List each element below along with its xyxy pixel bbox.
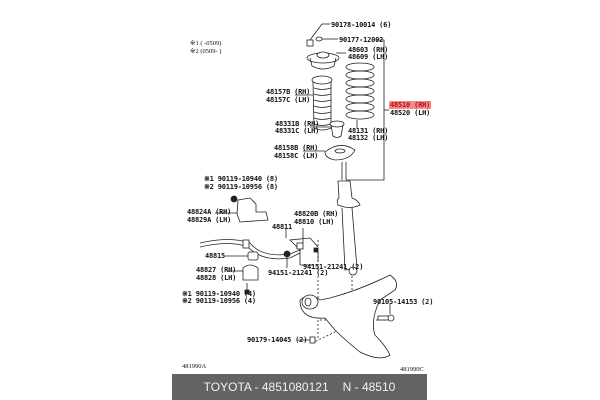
stabilizer-bracket-icon [215, 195, 269, 223]
part-label-48603[interactable]: 48603 (RH) [348, 46, 389, 54]
shock-absorber-icon [336, 162, 361, 276]
part-label-48331b[interactable]: 48331B (RH) [275, 120, 320, 128]
part-label-48520[interactable]: 48520 (LH) [390, 109, 431, 117]
upper-mount-icon [306, 51, 346, 70]
part-label-48828[interactable]: 48828 (LH) [196, 274, 237, 282]
lower-control-arm-icon [299, 274, 398, 359]
figure-code-right: 481990C [400, 366, 424, 373]
reference-number: N - 48510 [342, 380, 396, 394]
nut-90177-icon [315, 36, 338, 42]
part-label-48331c[interactable]: 48331C (LH) [275, 127, 320, 135]
legend-note-1: ※1 ( -0509) [190, 40, 222, 47]
part-label-48820[interactable]: 48820B (RH) [294, 210, 339, 218]
dust-boot-icon [295, 75, 333, 131]
part-label-48827[interactable]: 48827 (RH) [196, 266, 237, 274]
bolt-90105-icon [377, 304, 395, 322]
part-label-90119-10940-8[interactable]: ※1 90119-10940 (8) [204, 175, 278, 183]
stabilizer-link-icon [296, 228, 319, 266]
part-label-94151-left[interactable]: 94151-21241 (2) [268, 269, 329, 277]
nut-94151-icon [283, 250, 291, 258]
part-label-48510-highlighted[interactable]: 48510 (RH) [389, 101, 432, 109]
bushing-icon [225, 251, 259, 261]
part-label-48157b[interactable]: 48157B (RH) [266, 88, 311, 96]
part-label-90119-10940-4[interactable]: ※1 90119-10940 (4) [182, 290, 256, 298]
bushing-clamp-icon [228, 264, 259, 281]
part-label-48815[interactable]: 48815 [205, 252, 226, 260]
part-label-48811[interactable]: 48811 [272, 223, 293, 231]
part-label-90119-10956-4[interactable]: ※2 90119-10956 (4) [182, 297, 256, 305]
part-label-94151-right[interactable]: 94151-21241 (2) [303, 263, 364, 271]
part-label-90179[interactable]: 90179-14045 (2) [247, 336, 308, 344]
part-label-48829a[interactable]: 48829A (LH) [187, 216, 232, 224]
legend-note-2: ※2 (0509- ) [190, 48, 222, 55]
part-label-48810[interactable]: 48810 (LH) [294, 218, 335, 226]
nut-90179-icon [298, 336, 316, 344]
part-label-48609[interactable]: 48609 (LH) [348, 53, 389, 61]
part-label-90177[interactable]: 90177-12002 [339, 36, 384, 44]
part-label-48158b[interactable]: 48158B (RH) [274, 144, 319, 152]
part-label-48131[interactable]: 48131 (RH) [348, 127, 389, 135]
part-label-90119-10956-8[interactable]: ※2 90119-10956 (8) [204, 183, 278, 191]
part-label-48824a[interactable]: 48824A (RH) [187, 208, 232, 216]
bolt-90119-icon [244, 283, 250, 295]
part-label-48132[interactable]: 48132 (LH) [348, 134, 389, 142]
spring-seat-icon [303, 145, 356, 161]
part-label-48158c[interactable]: 48158C (LH) [274, 152, 319, 160]
part-label-48157c[interactable]: 48157C (LH) [266, 96, 311, 104]
brand-part-number: TOYOTA - 4851080121 [203, 380, 329, 394]
part-label-90178[interactable]: 90178-10014 (6) [331, 21, 392, 29]
bump-stopper-icon [310, 120, 345, 138]
part-label-90105[interactable]: 90105-14153 (2) [373, 298, 434, 306]
coil-spring-icon [345, 62, 375, 128]
figure-code-left: 481990A [182, 363, 207, 370]
nut-90178-icon [306, 23, 330, 47]
part-info-bar: TOYOTA - 4851080121 N - 48510 [172, 374, 427, 400]
